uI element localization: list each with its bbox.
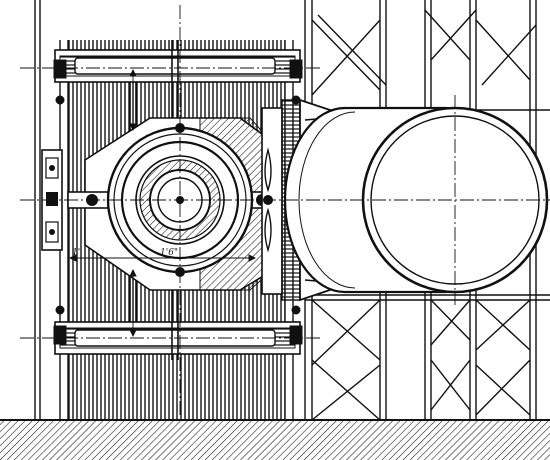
corner-fittings [53, 59, 303, 345]
left-dimension-label: 1' [72, 248, 80, 258]
dimension-lines [68, 68, 257, 338]
centre-lines [20, 5, 550, 415]
center-dimension-label: 1'6" [160, 248, 178, 258]
ground-base [0, 419, 550, 460]
